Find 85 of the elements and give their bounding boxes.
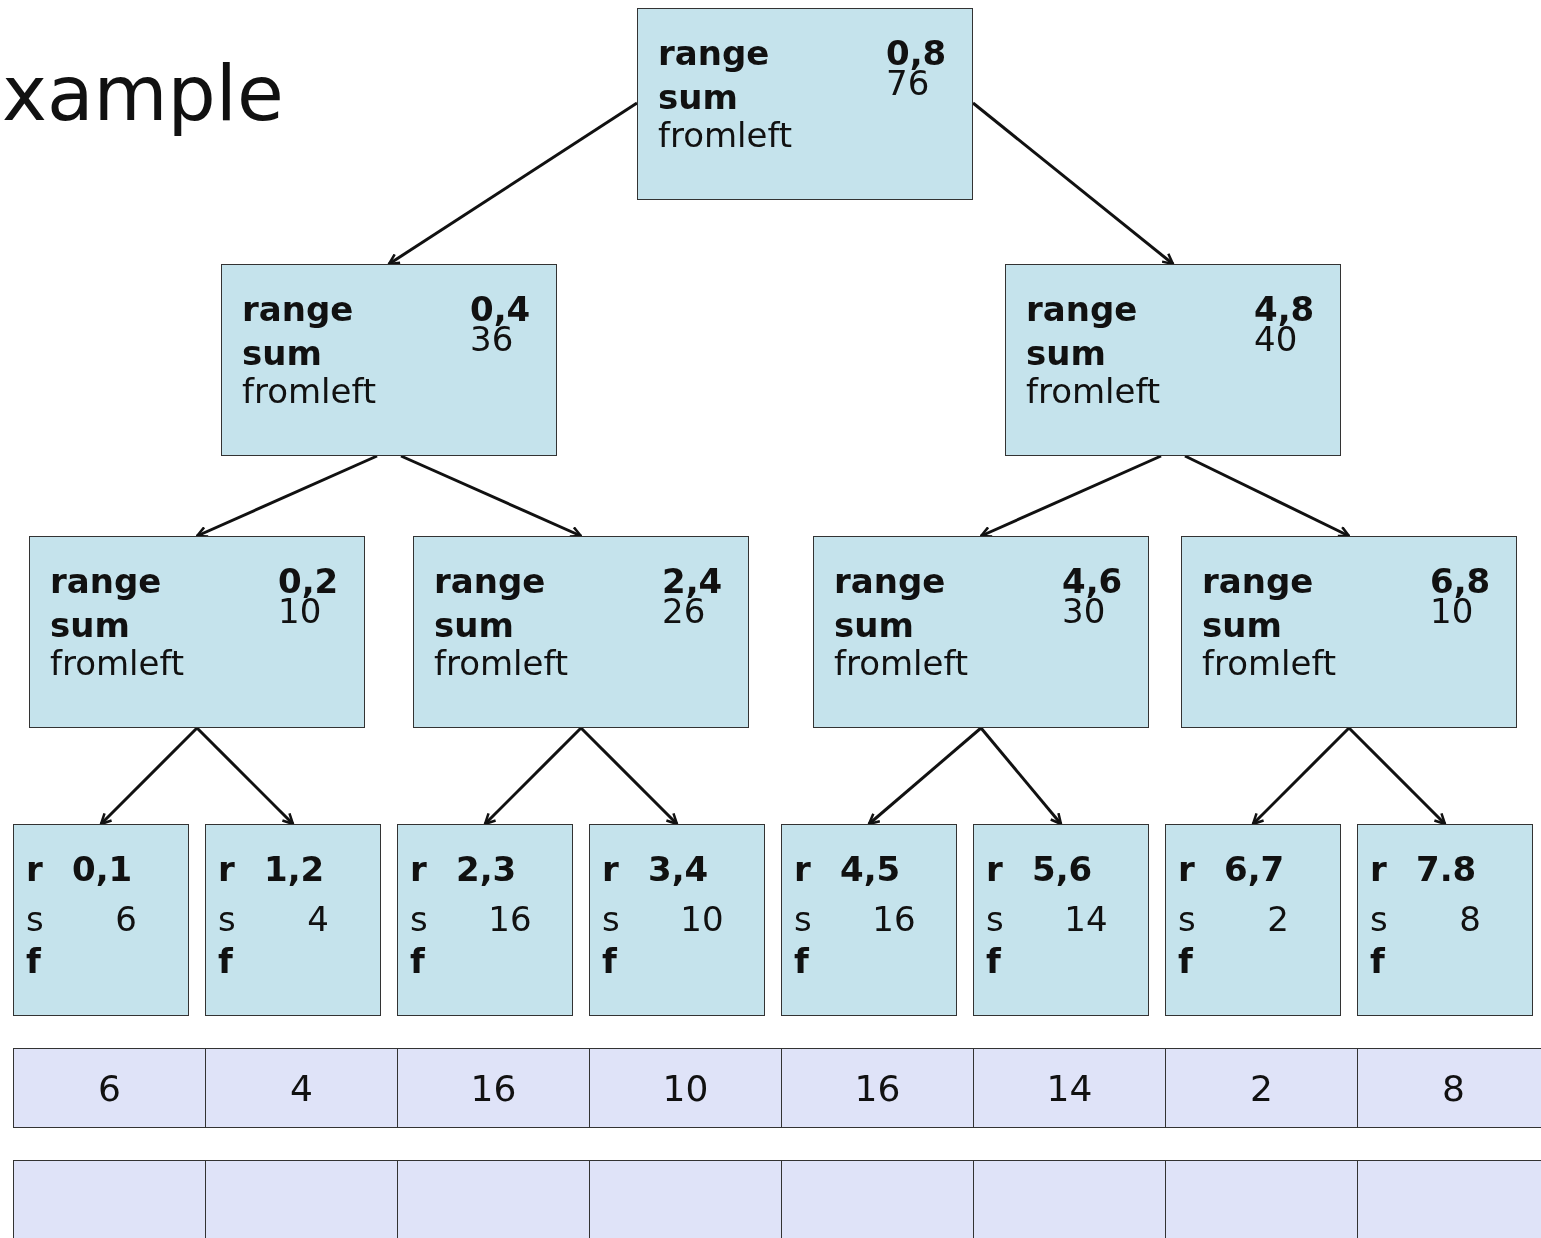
field-value: 16 xyxy=(488,898,532,942)
arrow xyxy=(979,727,1063,826)
field-label: s xyxy=(410,898,428,942)
field-value: 4 xyxy=(307,898,329,942)
arrow xyxy=(579,726,679,826)
field-label: f xyxy=(26,940,41,984)
field-value: 1,2 xyxy=(264,848,325,891)
field-label: range xyxy=(658,32,770,75)
arrow xyxy=(483,726,583,826)
arrow xyxy=(979,454,1162,538)
tree-node-box xyxy=(1165,824,1341,1016)
cell-value: 14 xyxy=(1046,1067,1093,1109)
field-label: range xyxy=(434,560,546,603)
tree-node-box xyxy=(13,824,189,1016)
cell-value: 6 xyxy=(98,1067,121,1109)
field-label: r xyxy=(794,848,811,891)
field-label: s xyxy=(986,898,1004,942)
tree-node-box xyxy=(1005,264,1341,456)
field-label: f xyxy=(986,940,1001,984)
field-label: s xyxy=(794,898,812,942)
tree-node-box xyxy=(637,8,973,200)
field-value: 2 xyxy=(1267,898,1289,942)
field-label: range xyxy=(834,560,946,603)
field-label: s xyxy=(1370,898,1388,942)
field-value: 3,4 xyxy=(648,848,709,891)
field-label: s xyxy=(602,898,620,942)
arrow xyxy=(400,454,583,538)
cell-value: 16 xyxy=(854,1067,901,1109)
tree-node-box xyxy=(397,824,573,1016)
arrow xyxy=(387,101,638,266)
field-label: r xyxy=(26,848,43,891)
field-value: 14 xyxy=(1064,898,1108,942)
field-value: 0,1 xyxy=(72,848,133,891)
field-value: 5,6 xyxy=(1032,848,1093,891)
tree-node-box xyxy=(413,536,749,728)
tree-node-box xyxy=(221,264,557,456)
field-label: f xyxy=(410,940,425,984)
field-label: range xyxy=(1202,560,1314,603)
field-value: 8 xyxy=(1459,898,1481,942)
slide-title: xample xyxy=(2,52,284,136)
field-value: 4,5 xyxy=(840,848,901,891)
arrow xyxy=(972,101,1175,266)
arrow xyxy=(99,726,199,826)
field-value: 10 xyxy=(680,898,724,942)
tree-node-box xyxy=(813,536,1149,728)
field-label: r xyxy=(1370,848,1387,891)
arrow xyxy=(195,454,378,538)
field-label: range xyxy=(242,288,354,331)
tree-node-box xyxy=(973,824,1149,1016)
field-label: range xyxy=(1026,288,1138,331)
field-label: s xyxy=(26,898,44,942)
field-label: s xyxy=(218,898,236,942)
cell-value: 2 xyxy=(1250,1067,1273,1109)
field-value: 6,7 xyxy=(1224,848,1285,891)
field-value: 16 xyxy=(872,898,916,942)
tree-node-box xyxy=(205,824,381,1016)
arrow xyxy=(1184,454,1351,538)
tree-node-box xyxy=(589,824,765,1016)
arrow xyxy=(195,726,295,826)
field-label: r xyxy=(218,848,235,891)
field-label: f xyxy=(602,940,617,984)
field-label: r xyxy=(602,848,619,891)
cell-value: 4 xyxy=(290,1067,313,1109)
arrow xyxy=(1251,726,1351,826)
tree-node-box xyxy=(29,536,365,728)
arrow xyxy=(1347,726,1447,826)
field-value: 2,3 xyxy=(456,848,517,891)
cell-value: 10 xyxy=(662,1067,709,1109)
field-value: 6 xyxy=(115,898,137,942)
field-label: r xyxy=(986,848,1003,891)
field-label: f xyxy=(794,940,809,984)
tree-node-box xyxy=(781,824,957,1016)
field-label: f xyxy=(1178,940,1193,984)
arrow xyxy=(867,726,982,826)
field-label: f xyxy=(1370,940,1385,984)
tree-node-box xyxy=(1181,536,1517,728)
field-value: 7.8 xyxy=(1416,848,1477,891)
field-label: s xyxy=(1178,898,1196,942)
field-label: range xyxy=(50,560,162,603)
tree-node-box xyxy=(1357,824,1533,1016)
field-label: r xyxy=(1178,848,1195,891)
field-label: f xyxy=(218,940,233,984)
field-label: r xyxy=(410,848,427,891)
cell-value: 8 xyxy=(1442,1067,1465,1109)
cell-value: 16 xyxy=(470,1067,517,1109)
